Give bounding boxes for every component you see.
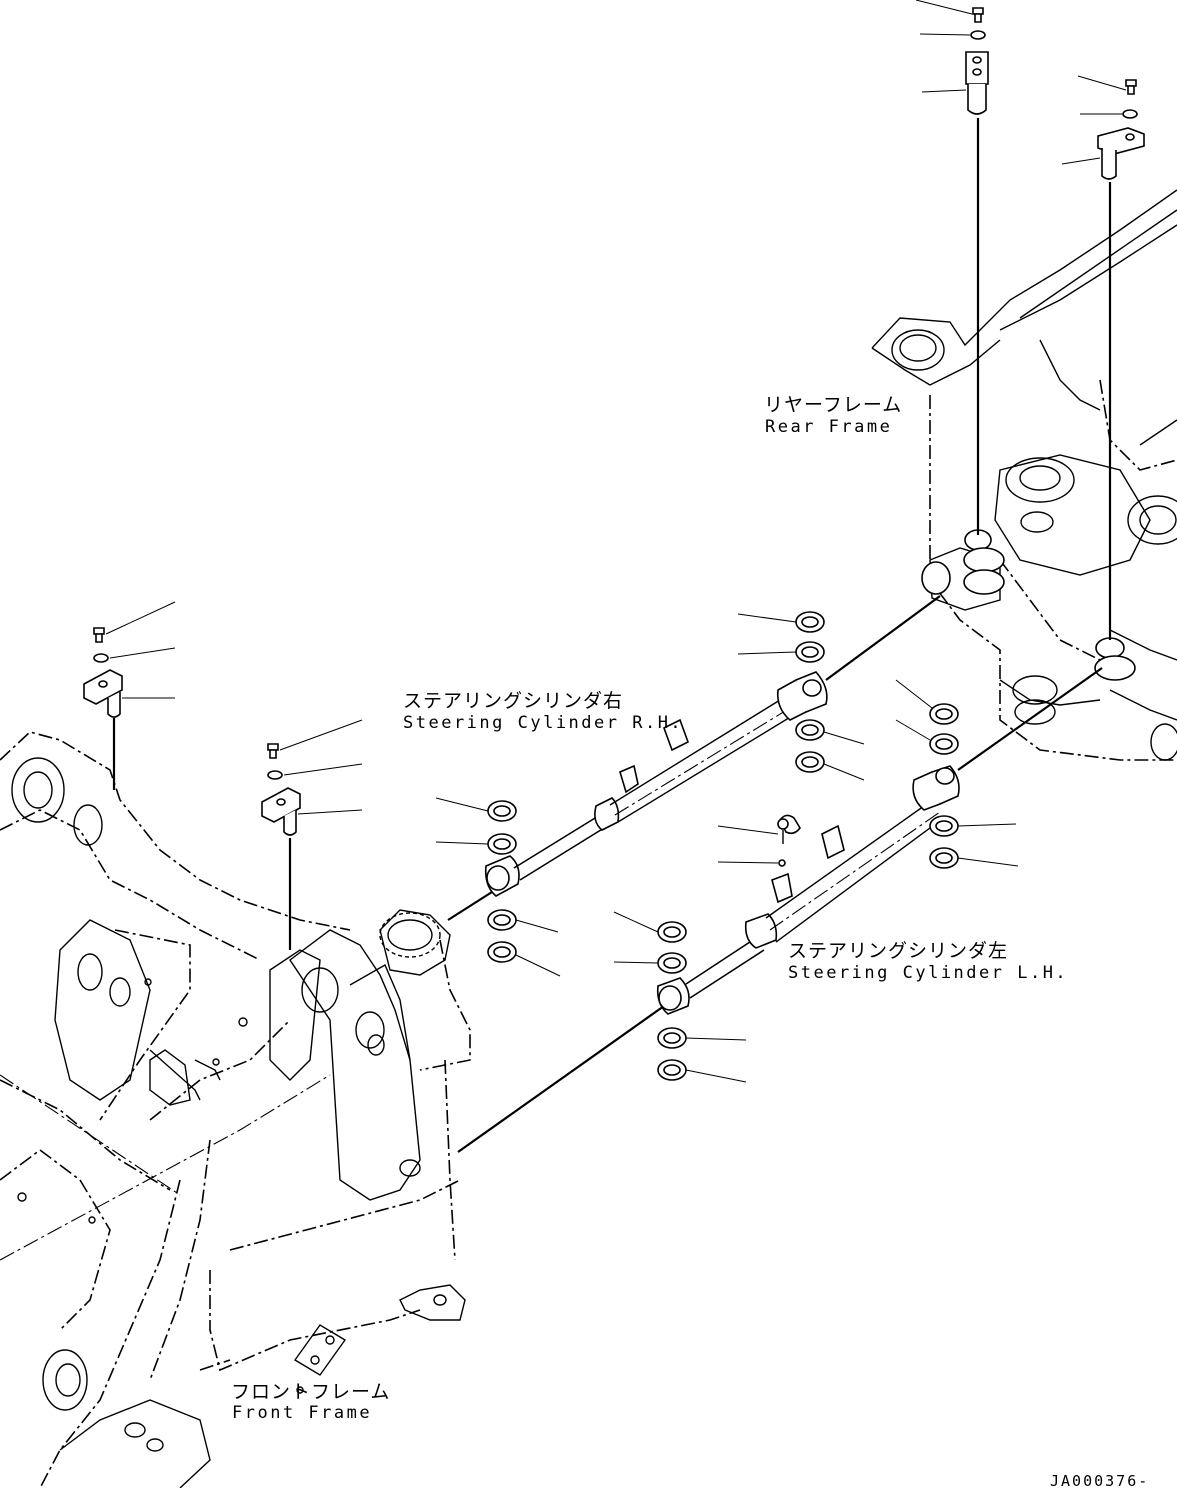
steering-cylinder-rh-label-en: Steering Cylinder R.H. [403,713,684,733]
pin-assembly-rear-center [965,7,989,535]
drawing-code: JA000376- [1050,1472,1150,1490]
steering-cylinder-rh-label-jp: ステアリングシリンダ右 [403,690,624,712]
front-frame-label-jp: フロントフレーム [231,1381,391,1403]
pin-assembly-rear-right [1097,79,1145,640]
front-frame-label-en: Front Frame [232,1403,373,1423]
pin-assembly-front-center [261,743,301,950]
steering-cylinder-rh [447,595,941,921]
spacer-washers [487,611,959,1081]
rear-frame-label-jp: リヤーフレーム [764,394,903,416]
steering-cylinder-lh-label-en: Steering Cylinder L.H. [788,963,1069,983]
steering-cylinder-lh [457,667,1103,1153]
steering-cylinder-lh-label-jp: ステアリングシリンダ左 [788,940,1009,962]
front-frame [0,731,471,1488]
rear-frame-label-en: Rear Frame [765,417,893,437]
rear-frame [871,189,1177,761]
leader-lines [105,0,1127,1083]
pin-assembly-front-left [83,627,123,790]
